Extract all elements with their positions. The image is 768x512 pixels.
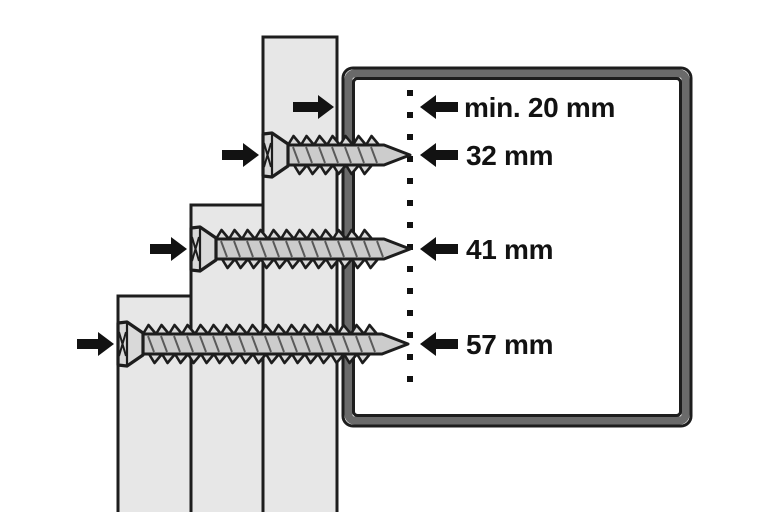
screw-41mm	[189, 225, 412, 273]
screw-drive-recess	[118, 331, 127, 357]
screws	[116, 131, 412, 368]
screw-57mm	[116, 320, 410, 368]
pointer-left-arrow-32-icon	[420, 143, 458, 167]
screw-thread-lines	[220, 240, 384, 258]
insert-direction-right-arrow-icon	[293, 95, 334, 119]
screw-thread-lines	[292, 146, 378, 164]
dimension-labels: min. 20 mm 32 mm 41 mm 57 mm	[464, 92, 615, 360]
screw-thread-lines	[147, 335, 376, 353]
label-screw-41: 41 mm	[466, 234, 553, 265]
screw-drive-recess	[263, 142, 272, 168]
screw-shank	[141, 332, 410, 356]
screw-thread-top	[286, 134, 381, 147]
drive-right-arrow-57-icon	[77, 332, 114, 356]
drive-right-arrow-41-icon	[150, 237, 187, 261]
screw-drive-recess	[191, 236, 200, 262]
pointer-left-arrow-min-depth-icon	[420, 95, 458, 119]
arrows	[77, 95, 458, 356]
drive-right-arrow-32-icon	[222, 143, 259, 167]
screw-32mm	[261, 131, 412, 179]
label-screw-57: 57 mm	[466, 329, 553, 360]
label-screw-32: 32 mm	[466, 140, 553, 171]
pointer-left-arrow-57-icon	[420, 332, 458, 356]
pointer-left-arrow-41-icon	[420, 237, 458, 261]
board-thin-right	[261, 35, 339, 512]
label-min-anchor-depth: min. 20 mm	[464, 92, 615, 123]
